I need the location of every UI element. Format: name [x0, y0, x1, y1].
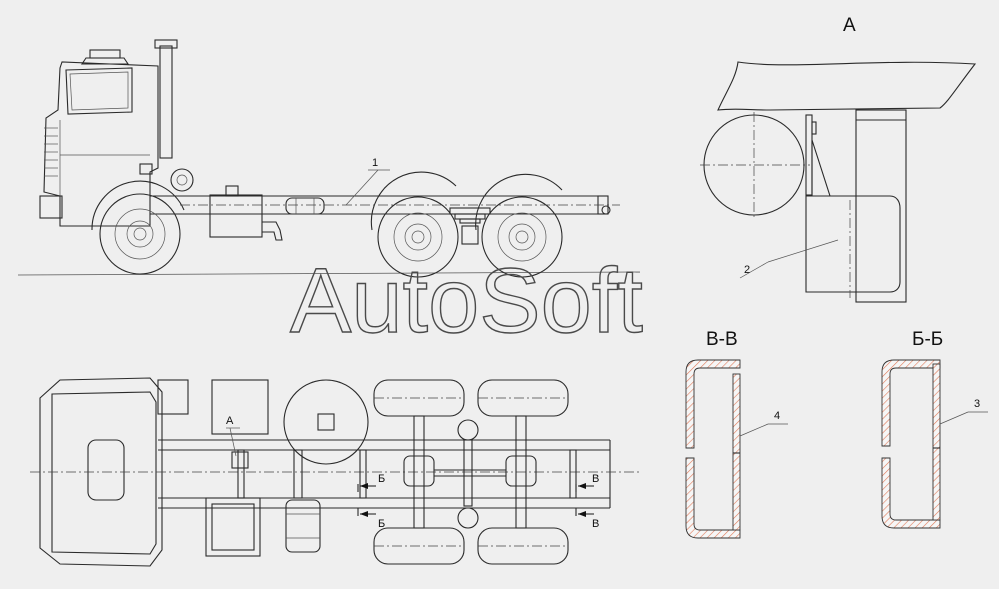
section-bb-title: Б-Б: [912, 329, 943, 350]
callout-3: 3: [939, 398, 988, 425]
detail-view-a: А: [700, 15, 977, 303]
truck-plan-view: [30, 377, 640, 567]
section-b-bottom-label: Б: [378, 518, 385, 530]
truck-side-view: [17, 39, 641, 278]
section-b-top-label: Б: [378, 473, 385, 485]
callout-1: 1: [345, 157, 390, 206]
callout-1-label: 1: [372, 157, 378, 169]
plan-callout-a: А: [226, 415, 240, 457]
plan-callout-a-label: А: [226, 415, 234, 427]
section-marker-v: В В: [575, 473, 599, 530]
section-v-bottom-label: В: [592, 518, 599, 530]
section-vv-title: В-В: [706, 329, 738, 350]
callout-3-label: 3: [974, 398, 980, 410]
watermark-text: AutoSoft: [290, 250, 643, 352]
callout-2-label: 2: [744, 264, 750, 276]
callout-4-label: 4: [774, 410, 780, 422]
callout-4: 4: [739, 410, 788, 437]
section-vv: В-В: [685, 329, 741, 539]
callout-2: 2: [739, 239, 839, 279]
section-marker-b: Б Б: [357, 473, 385, 530]
detail-view-title: А: [843, 15, 856, 36]
section-bb: Б-Б: [881, 329, 943, 529]
section-v-top-label: В: [592, 473, 599, 485]
